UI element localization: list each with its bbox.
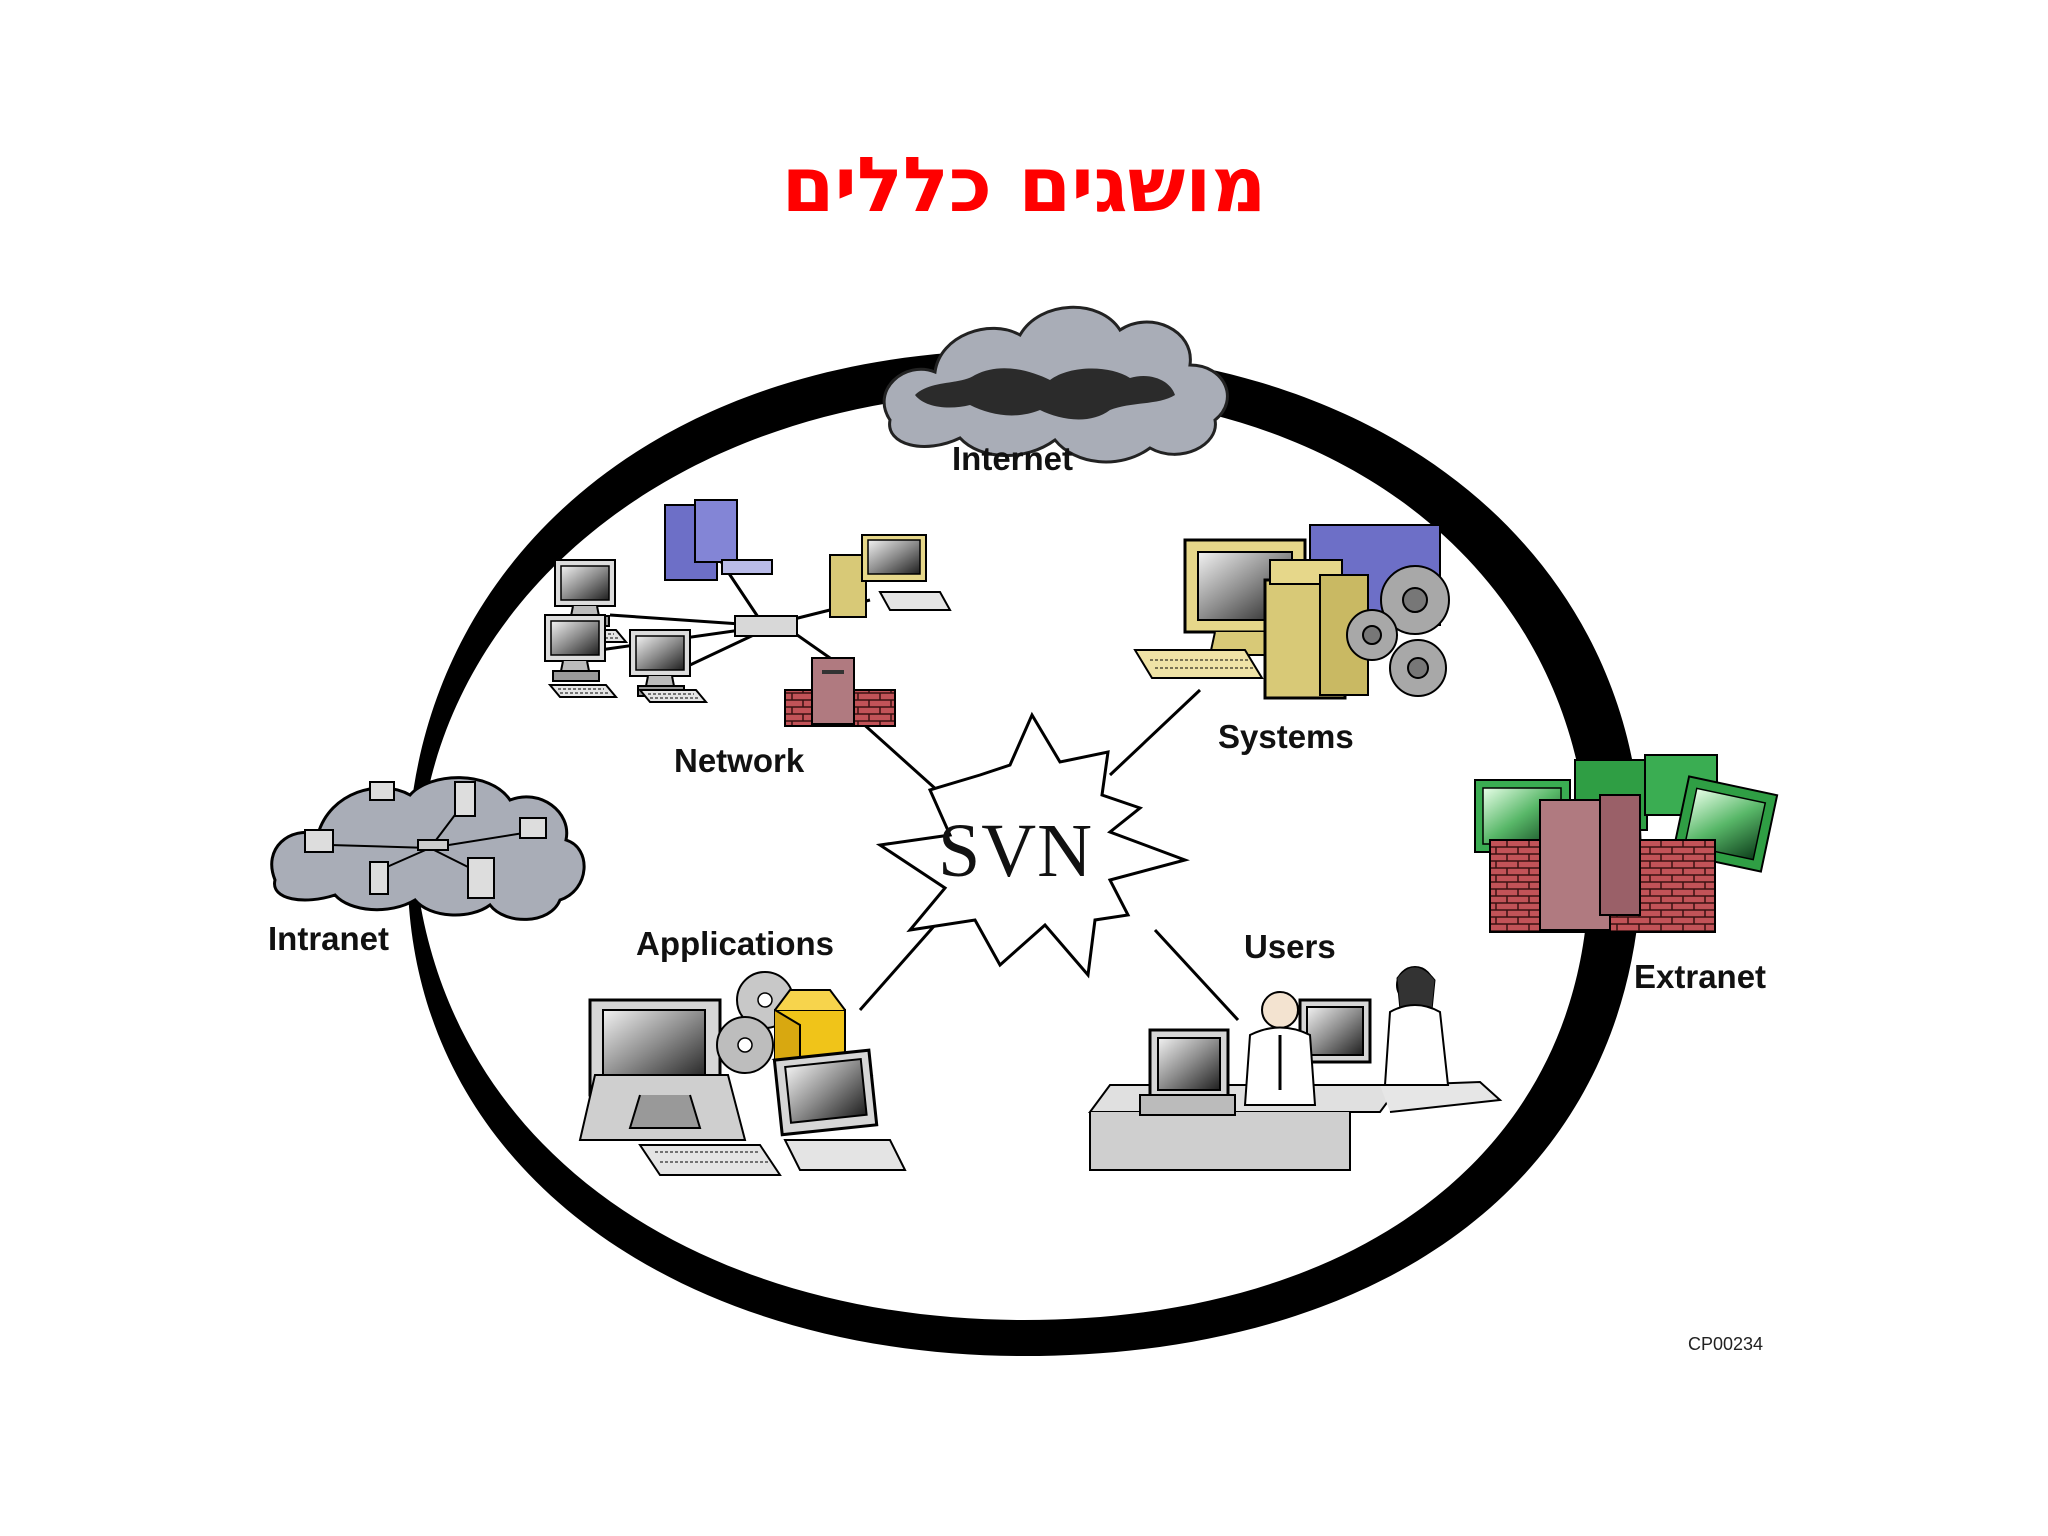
figure-code: CP00234 <box>1688 1334 1764 1354</box>
svn-starburst <box>875 711 1190 979</box>
svn-center-label: SVN <box>938 809 1094 893</box>
node-label-internet: Internet <box>952 440 1074 477</box>
node-label-intranet: Intranet <box>268 920 390 957</box>
systems-cluster-icon <box>1133 524 1450 700</box>
node-label-systems: Systems <box>1218 718 1354 755</box>
users-cluster-icon <box>1088 966 1503 1171</box>
node-label-applications: Applications <box>636 925 835 962</box>
node-label-network: Network <box>674 742 805 779</box>
node-label-extranet: Extranet <box>1634 958 1767 995</box>
slide-title: מושגים כללים <box>781 140 1267 229</box>
internet-cloud-icon <box>882 305 1229 464</box>
applications-cluster-icon <box>578 971 907 1176</box>
extranet-cluster-icon <box>1474 754 1779 933</box>
network-cluster-icon <box>544 499 952 727</box>
node-label-users: Users <box>1244 928 1336 965</box>
intranet-cloud-icon <box>270 776 586 921</box>
